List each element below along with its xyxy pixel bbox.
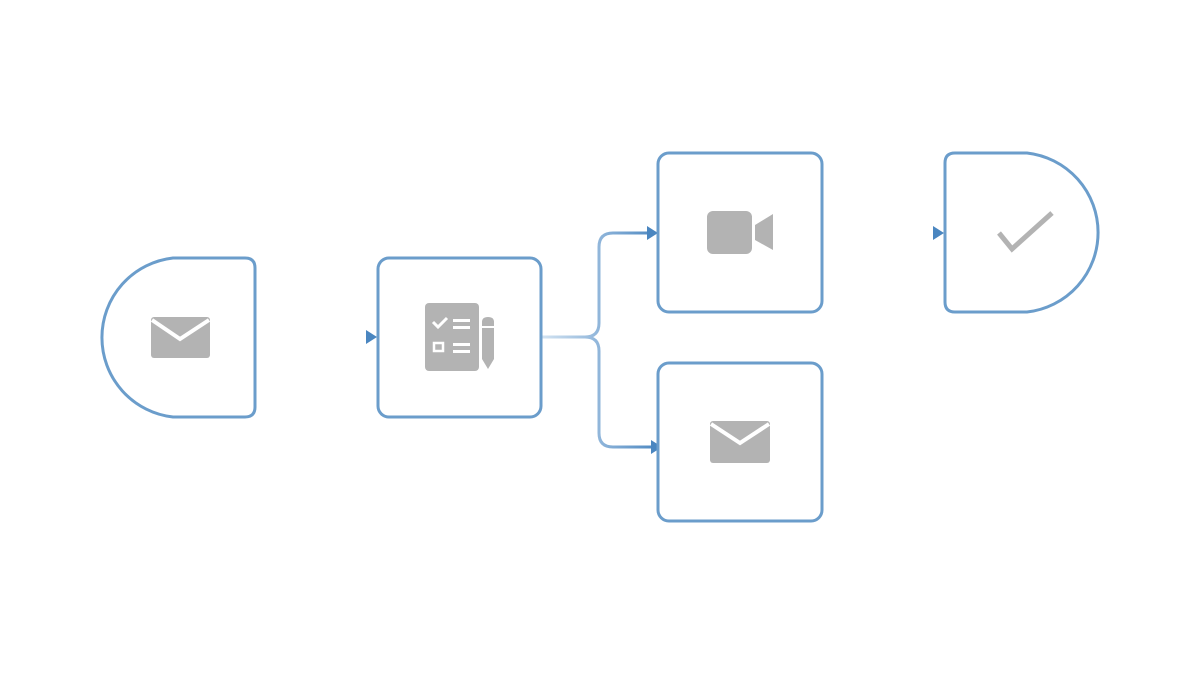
video-camera-icon [707,211,773,254]
edge-start-to-form [256,330,377,344]
envelope-icon [150,317,211,358]
arrowhead-icon [647,226,658,240]
arrowhead-icon [933,226,944,240]
edge-form-to-video [536,226,658,339]
edge-form-to-email [536,335,662,454]
envelope-icon [709,421,771,463]
checklist-form-icon [425,303,494,371]
node-end[interactable] [943,151,1100,314]
node-email[interactable] [656,361,824,523]
node-form[interactable] [376,256,543,419]
node-video[interactable] [656,151,824,314]
node-start[interactable] [100,256,257,419]
edge-video-to-end [822,226,944,240]
checkmark-icon [997,211,1054,253]
arrowhead-icon [366,330,377,344]
